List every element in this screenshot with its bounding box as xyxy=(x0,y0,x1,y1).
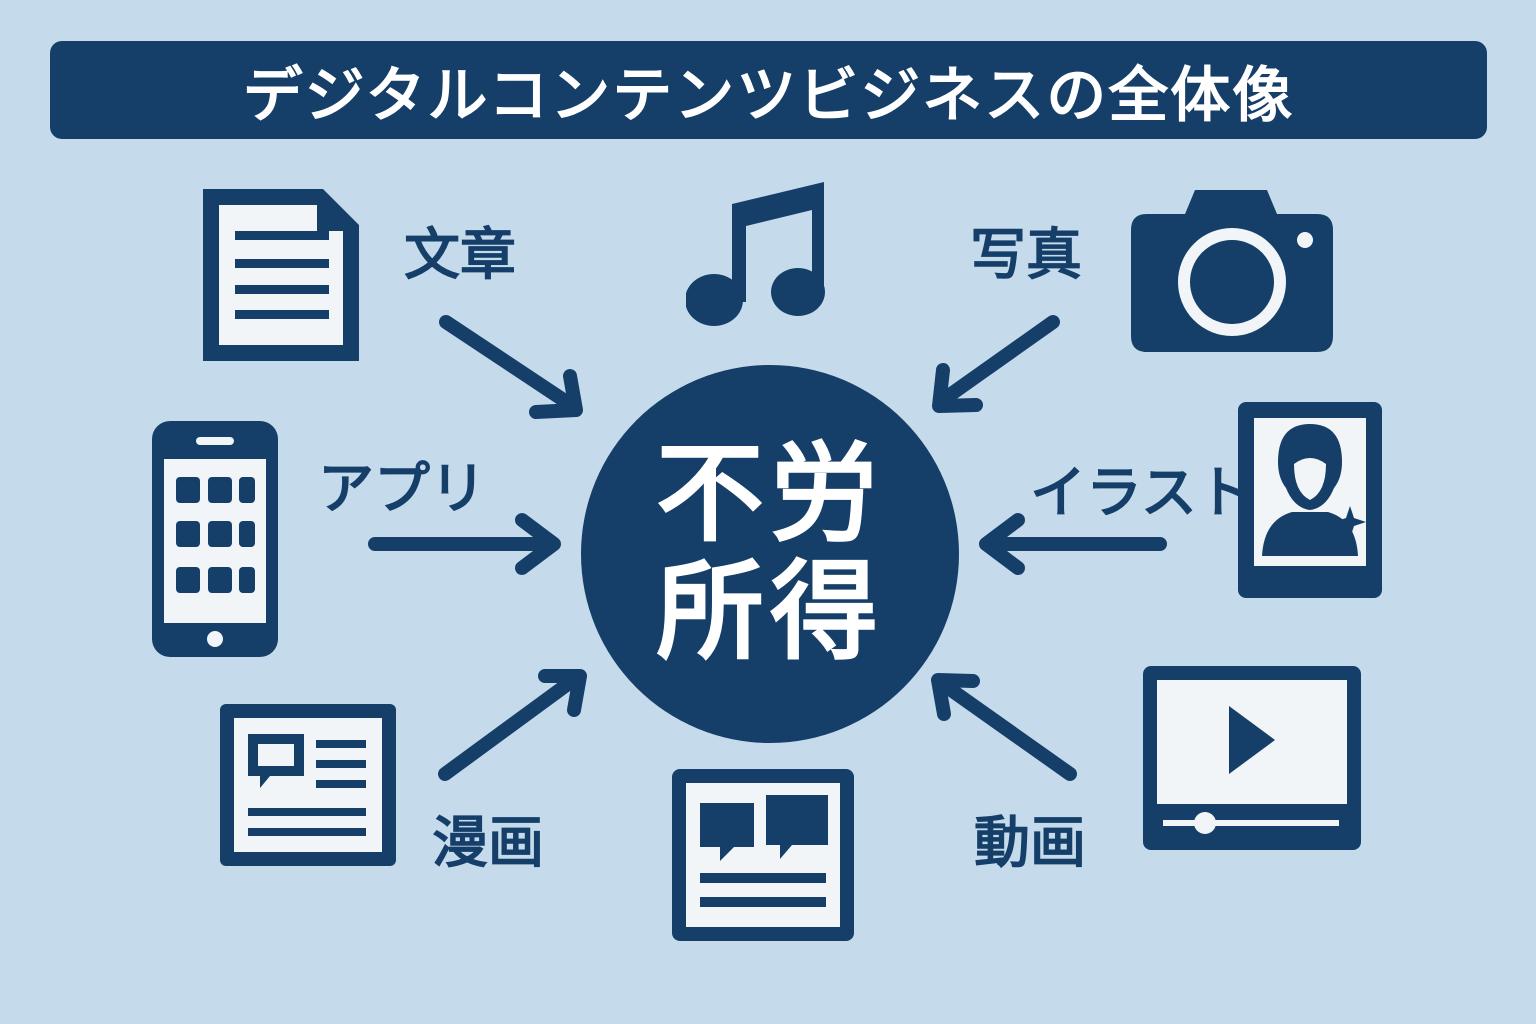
portrait-icon xyxy=(1238,402,1382,598)
music-note-icon xyxy=(686,182,828,330)
center-passive-income: 不労 所得 xyxy=(581,365,959,743)
title-banner: デジタルコンテンツビジネスの全体像 xyxy=(50,41,1487,139)
label-manga: 漫画 xyxy=(432,811,544,876)
center-line-1: 不労 xyxy=(655,432,884,557)
label-video: 動画 xyxy=(974,811,1086,876)
camera-icon xyxy=(1131,190,1333,352)
speech-bubbles-icon xyxy=(672,769,854,941)
arrow-photo-to-center xyxy=(932,315,1060,413)
page-title: デジタルコンテンツビジネスの全体像 xyxy=(242,60,1295,131)
label-illustration: イラスト xyxy=(1030,461,1253,526)
arrow-app-to-center xyxy=(368,513,561,575)
label-text: 文章 xyxy=(404,223,516,288)
manga-page-icon xyxy=(220,704,396,866)
arrow-text-to-center xyxy=(439,315,583,419)
document-icon xyxy=(199,185,363,365)
center-line-2: 所得 xyxy=(655,550,884,675)
arrow-manga-to-center xyxy=(438,669,587,781)
label-photo: 写真 xyxy=(970,223,1082,288)
arrow-video-to-center xyxy=(931,673,1077,781)
arrow-illustration-to-center xyxy=(979,513,1167,575)
smartphone-icon xyxy=(152,421,278,657)
video-player-icon xyxy=(1143,666,1361,850)
label-app: アプリ xyxy=(318,457,486,522)
